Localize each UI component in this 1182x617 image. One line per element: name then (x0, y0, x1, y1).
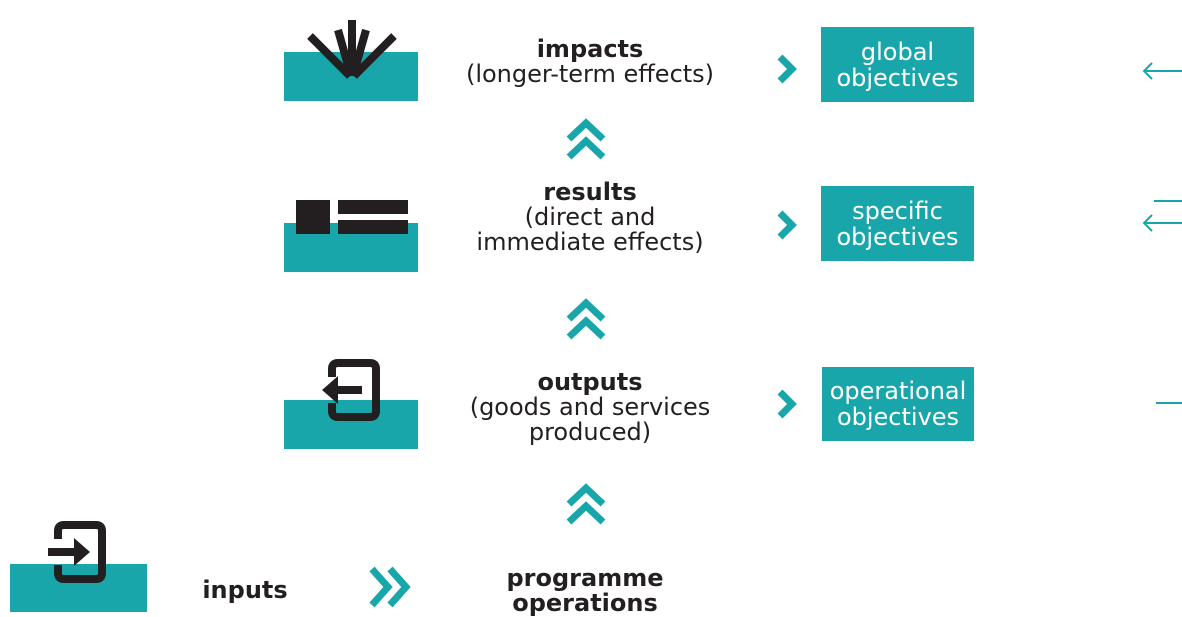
operational-objectives-box: operational objectives (822, 367, 974, 441)
outputs-label: outputs (goods and services produced) (430, 370, 750, 445)
objective-line: objectives (836, 222, 959, 251)
impacts-label: impacts (longer-term effects) (430, 37, 750, 87)
enter-box-icon (44, 519, 110, 585)
inputs-icon-block (10, 564, 147, 612)
double-chevron-up-icon (564, 115, 608, 163)
exit-box-icon (318, 357, 384, 423)
results-subtitle-line: (direct and (524, 203, 656, 231)
outputs-icon-block (284, 400, 418, 449)
specific-objectives-box: specific objectives (821, 186, 974, 261)
objective-line: operational (829, 377, 967, 405)
impacts-title: impacts (536, 35, 644, 63)
operations-line: programme (506, 564, 664, 592)
double-chevron-up-icon (564, 295, 608, 343)
global-objectives-box: global objectives (821, 27, 974, 102)
line-icon (1156, 396, 1182, 410)
chevron-right-icon (776, 389, 798, 419)
inputs-label: inputs (202, 576, 288, 604)
programme-operations-label: programme operations (480, 566, 690, 616)
results-blocks-icon (296, 200, 408, 236)
objective-line: specific (852, 196, 943, 225)
objective-line: objectives (836, 63, 959, 92)
objective-line: global (860, 37, 935, 66)
impacts-subtitle: (longer-term effects) (465, 60, 715, 88)
outputs-title: outputs (537, 368, 643, 396)
outputs-subtitle-line: produced) (528, 418, 652, 446)
objective-line: objectives (836, 403, 960, 431)
chevron-right-icon (776, 210, 798, 240)
operations-line: operations (512, 589, 658, 617)
left-arrow-icon (1142, 195, 1182, 235)
chevron-right-icon (776, 54, 798, 84)
results-label: results (direct and immediate effects) (430, 180, 750, 255)
outputs-subtitle-line: (goods and services (469, 393, 711, 421)
results-title: results (543, 178, 637, 206)
left-arrow-icon (1142, 62, 1182, 80)
double-chevron-right-icon (368, 564, 412, 610)
double-chevron-up-icon (564, 480, 608, 528)
results-subtitle-line: immediate effects) (476, 228, 704, 256)
impact-burst-icon (300, 12, 400, 82)
